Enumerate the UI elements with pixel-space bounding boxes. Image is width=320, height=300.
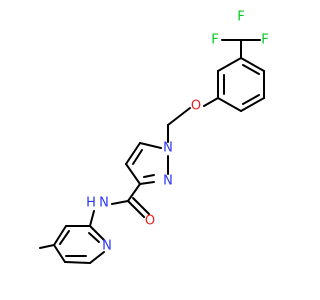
- bond: [167, 107, 191, 126]
- bond: [125, 163, 141, 185]
- atom-H: H: [86, 196, 96, 211]
- bond: [203, 97, 219, 107]
- bond: [64, 261, 91, 264]
- ether-linkage: [167, 97, 219, 143]
- methyl-bond: [39, 244, 55, 249]
- atom-N: N: [163, 174, 173, 189]
- amide-group: [89, 183, 150, 227]
- bond: [139, 142, 162, 149]
- atom-F: F: [261, 33, 268, 48]
- bond: [53, 225, 67, 246]
- bond: [53, 244, 66, 263]
- bond: [89, 225, 105, 241]
- molecule-structure-diagram: F F F O N N O N H N: [39, 10, 269, 264]
- bond: [217, 97, 242, 112]
- double-bond-inner: [132, 149, 143, 165]
- double-bond-inner: [59, 230, 70, 245]
- atom-N: N: [102, 239, 112, 254]
- benzene-ring: [217, 57, 265, 112]
- double-bond-inner: [242, 94, 260, 105]
- atom-F: F: [211, 33, 218, 48]
- atom-labels: F F F O N N O N H N: [86, 10, 269, 254]
- atom-O: O: [191, 99, 201, 114]
- double-bond-inner: [143, 174, 155, 178]
- pyrazole-ring: [125, 142, 169, 185]
- bond: [240, 57, 265, 72]
- bond: [89, 210, 95, 227]
- trifluoromethyl-group: [221, 39, 261, 59]
- bond: [127, 183, 141, 202]
- bond: [217, 57, 242, 72]
- bond: [125, 142, 141, 165]
- atom-N: N: [99, 196, 109, 211]
- bond: [127, 200, 145, 218]
- bond: [240, 97, 265, 112]
- atom-F: F: [237, 10, 244, 25]
- double-bond-inner: [88, 232, 100, 243]
- atom-N: N: [163, 141, 173, 156]
- bond: [132, 197, 150, 215]
- bond: [111, 200, 129, 205]
- atom-O: O: [145, 214, 155, 229]
- double-bond-inner: [242, 64, 260, 75]
- pyridine-ring: [39, 225, 105, 264]
- bond: [89, 251, 105, 264]
- bond: [139, 181, 155, 185]
